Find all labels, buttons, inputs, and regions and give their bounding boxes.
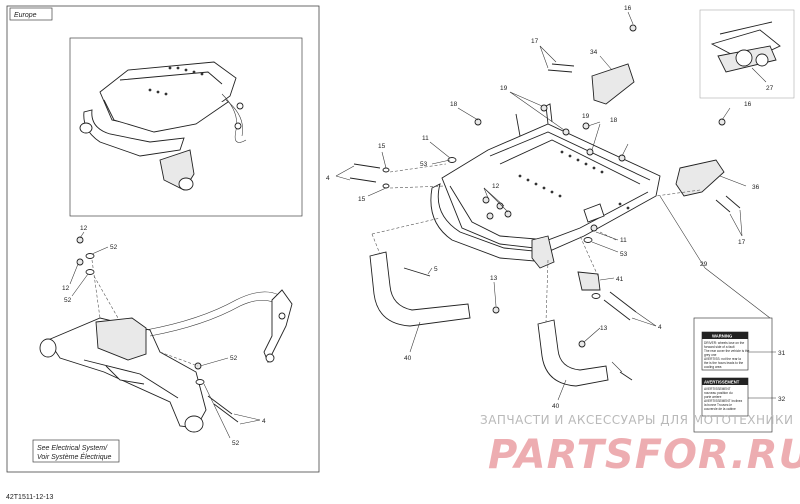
tool-kit [710,21,781,73]
callout-34: 34 [590,49,598,56]
label-avertissement: AVERTISSEMENT AVERTISSEMENT nouveau posi… [701,377,749,417]
seat-base-small [79,61,247,191]
callout-53-top: 53 [420,161,428,168]
callout-29: 29 [700,261,708,268]
svg-text:la bonne Trouvez-le: la bonne Trouvez-le [704,403,732,407]
callout-15-bottom: 15 [358,196,366,203]
callout-16-right: 16 [744,101,752,108]
seat-frame-main [430,103,661,269]
warning-heading: WARNING [712,334,732,339]
callout-18-right: 18 [610,117,618,124]
rail-right [537,319,609,387]
svg-text:AVERTISSEMENT: AVERTISSEMENT [704,387,731,391]
left-hardware [76,236,239,423]
callout-5: 5 [434,266,438,273]
svg-text:DRIVER: wheels lose on the: DRIVER: wheels lose on the [704,341,744,345]
tool-inset-frame [699,9,795,99]
callout-15-top: 15 [378,143,386,150]
rail-left [369,251,471,327]
callout-16-top: 16 [624,5,632,12]
callout-52-d: 52 [232,440,240,447]
region-label: Europe [14,12,37,19]
svg-text:porte arriere: porte arriere [704,395,722,399]
callout-4-right: 4 [658,324,662,331]
svg-text:grey one: grey one [704,353,717,357]
callout-41: 41 [616,276,624,283]
callout-32: 32 [778,396,786,403]
callout-18-left: 18 [450,101,458,108]
callout-27: 27 [766,85,774,92]
callout-52-c: 52 [230,355,238,362]
callout-4-left: 4 [262,418,266,425]
label-warning: WARNING DRIVER: wheels lose on the forwa… [701,331,750,371]
main-leaders [335,11,771,401]
svg-text:The rear cover the vehicle is: The rear cover the vehicle is the [704,349,750,353]
callout-31: 31 [778,350,786,357]
callout-13-bottom: 13 [600,325,608,332]
svg-text:AVERTISS: not the rear la: AVERTISS: not the rear la [704,357,741,361]
callout-13-top: 13 [490,275,498,282]
electrical-note-box [32,439,120,463]
callout-11-top: 11 [422,135,429,142]
svg-text:the is the hours leads to the: the is the hours leads to the [704,361,743,365]
callout-52-b: 52 [64,297,72,304]
electrical-note-line1: See Electrical System/ [37,445,108,452]
svg-text:cooling area: cooling area [704,365,722,369]
watermark-text: ЗАПЧАСТИ И АКСЕССУАРЫ ДЛЯ МОТОТЕХНИКИ [480,413,794,427]
callout-19-right: 19 [582,113,590,120]
main-callouts: 16 17 34 27 18 19 19 18 11 53 15 4 15 12… [326,5,786,410]
callout-17-right: 17 [738,239,746,246]
callout-4-main: 4 [326,175,330,182]
callout-40-right: 40 [552,403,560,410]
left-callouts: 12 52 12 52 52 4 52 [62,225,266,447]
region-box [9,7,53,21]
callout-12-b: 12 [62,285,70,292]
callout-12-main: 12 [492,183,500,190]
callout-11-bottom: 11 [620,237,627,244]
svg-text:nouveau position du: nouveau position du [704,391,733,395]
callout-53-bottom: 53 [620,251,628,258]
detail-frame [69,37,303,217]
callout-36: 36 [752,184,760,191]
guide-lines [371,163,701,323]
svg-text:AVERTISSEMENT Inclinez: AVERTISSEMENT Inclinez [704,399,743,403]
inset-frame [6,5,320,473]
callout-19-left: 19 [500,85,508,92]
svg-text:couvercle de la cabine: couvercle de la cabine [704,407,736,411]
avertissement-heading: AVERTISSEMENT [704,380,740,385]
electrical-note-line2: Voir Système Électrique [37,452,112,461]
callout-52-a: 52 [110,244,118,251]
watermark-logo: PARTSFOR.RU [488,432,800,478]
callout-12-a: 12 [80,225,88,232]
main-hardware [349,24,741,381]
svg-text:forward side of a fault: forward side of a fault [704,345,735,349]
page-code: 42T1511-12-13 [6,494,53,501]
seat-slide-assembly [39,289,293,433]
callout-17-top: 17 [531,38,539,45]
callout-40-left: 40 [404,355,412,362]
